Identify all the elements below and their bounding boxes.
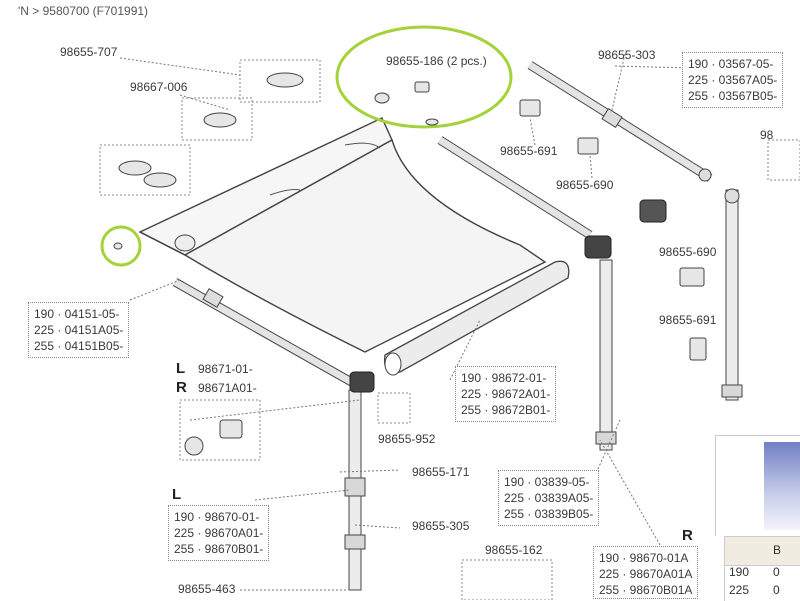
box-line: 190 · 03567-05- [688, 57, 774, 71]
box-line: 225 · 03839A05- [504, 491, 594, 505]
box-line: 190 · 03839-05- [504, 475, 590, 489]
part-label-cut: 98 [760, 128, 774, 142]
part-label-98655-952: 98655-952 [378, 432, 436, 446]
highlight-marks [100, 25, 513, 267]
part-label-98655-690-top: 98655-690 [556, 178, 614, 192]
side-mark-right: R [682, 527, 693, 544]
table-cell: 190 [729, 565, 750, 579]
leader-lines [119, 53, 691, 591]
box-line: 255 · 98672B01- [461, 403, 551, 417]
box-line: 225 · 98672A01- [461, 387, 551, 401]
box-line: 255 · 98670B01A [599, 583, 693, 597]
table-cell: 0 [773, 583, 780, 597]
part-label-98667-006: 98667-006 [130, 80, 188, 94]
part-label-98655-303: 98655-303 [598, 48, 656, 62]
roller-tube [383, 260, 570, 376]
top-rafter [527, 61, 713, 182]
side-mark-left: L [172, 486, 182, 503]
box-line: 190 · 04151-05- [34, 307, 120, 321]
box-line: 225 · 03567A05- [688, 73, 778, 87]
table-header-cell: B [773, 543, 782, 557]
box-line: 190 · 98670-01- [174, 510, 260, 524]
part-label-98655-707: 98655-707 [60, 45, 118, 59]
part-label-98671-01: 98671-01- [198, 362, 253, 376]
size-box-03839: 190 · 03839-05- 225 · 03839A05- 255 · 03… [498, 470, 600, 526]
box-line: 225 · 98670A01- [174, 526, 264, 540]
table-header [725, 537, 800, 566]
awning-canopy [138, 117, 547, 353]
size-table: B 190 0 225 0 [724, 536, 800, 601]
size-box-03567: 190 · 03567-05- 225 · 03567A05- 255 · 03… [682, 52, 784, 108]
size-box-04151: 190 · 04151-05- 225 · 04151A05- 255 · 04… [28, 302, 130, 358]
highlighted-parts [113, 81, 439, 250]
part-label-98655-463: 98655-463 [178, 582, 236, 596]
joint-heads [349, 199, 667, 393]
table-cell: 225 [729, 583, 750, 597]
part-label-98655-305: 98655-305 [412, 519, 470, 533]
box-line: 190 · 98670-01A [599, 551, 689, 565]
hardware-groups [99, 59, 800, 600]
side-rafter [437, 136, 593, 239]
part-label-98655-162: 98655-162 [485, 543, 543, 557]
table-cell: 0 [773, 565, 780, 579]
size-box-98670-left: 190 · 98670-01- 225 · 98670A01- 255 · 98… [168, 505, 270, 561]
box-line: 255 · 04151B05- [34, 339, 124, 353]
side-panel [715, 435, 800, 536]
part-label-98655-186: 98655-186 (2 pcs.) [386, 54, 487, 68]
breadcrumb[interactable]: 'N > 9580700 (F701991) [18, 4, 149, 18]
left-rafter [172, 278, 358, 388]
box-line: 255 · 03567B05- [688, 89, 778, 103]
size-box-98670-right: 190 · 98670-01A 225 · 98670A01A 255 · 98… [593, 546, 699, 599]
box-line: 255 · 98670B01- [174, 542, 264, 556]
box-line: 255 · 03839B05- [504, 507, 594, 521]
box-line: 190 · 98672-01- [461, 371, 547, 385]
legs [344, 188, 743, 591]
product-thumbnail [764, 442, 800, 530]
part-label-98655-691-right: 98655-691 [659, 313, 717, 327]
part-label-98655-690-right: 98655-690 [659, 245, 717, 259]
size-box-98672: 190 · 98672-01- 225 · 98672A01- 255 · 98… [455, 366, 557, 422]
box-line: 225 · 98670A01A [599, 567, 693, 581]
side-mark-right: R [176, 379, 187, 396]
box-line: 225 · 04151A05- [34, 323, 124, 337]
part-label-98655-691-top: 98655-691 [500, 144, 558, 158]
part-label-98655-171: 98655-171 [412, 465, 470, 479]
part-label-98671A01: 98671A01- [198, 381, 257, 395]
side-mark-left: L [176, 360, 186, 377]
